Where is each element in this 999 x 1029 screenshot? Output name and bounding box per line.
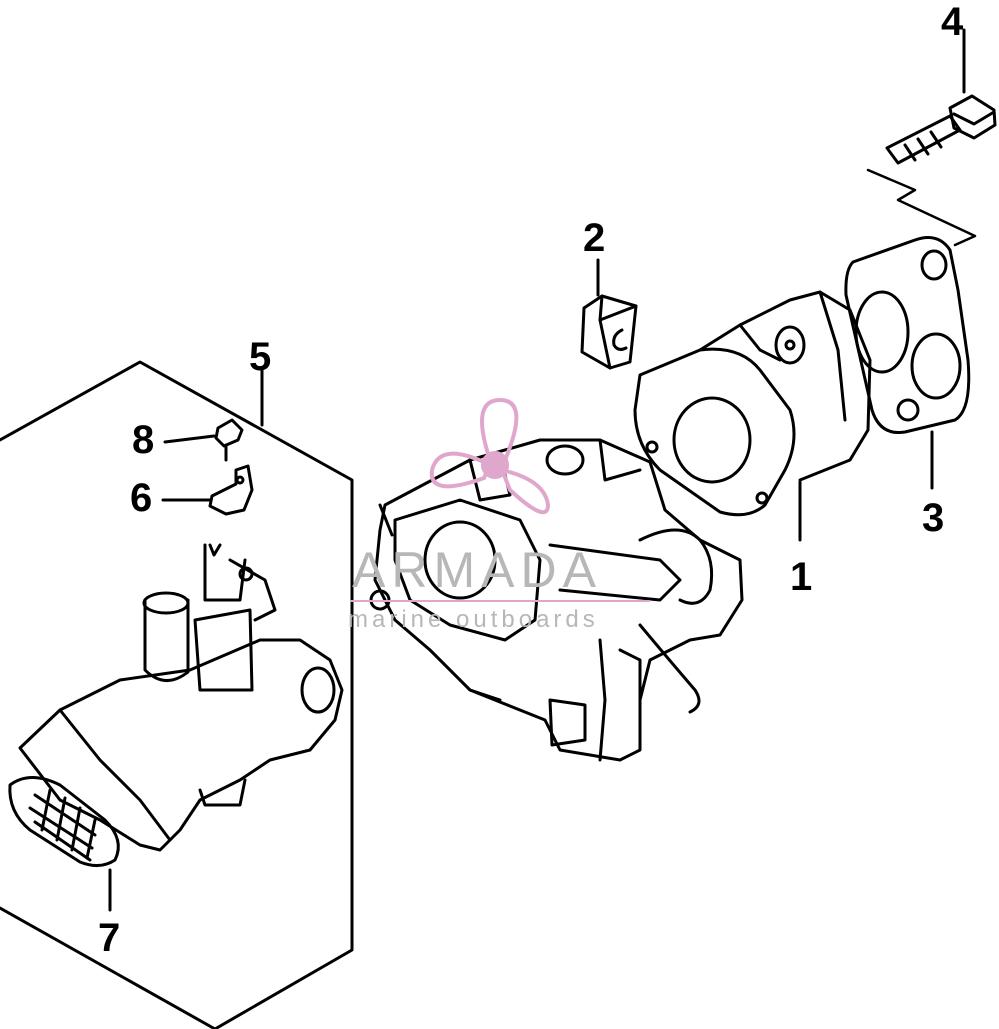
callout-5: 5 <box>249 335 272 379</box>
bracket-part <box>161 464 254 516</box>
watermark-logo <box>429 397 551 515</box>
callout-3: 3 <box>922 496 945 540</box>
watermark-divider <box>350 600 650 602</box>
watermark-subtitle: marine outboards <box>348 606 599 633</box>
callout-8: 8 <box>132 418 155 462</box>
callout-2: 2 <box>583 216 606 260</box>
group-5-box <box>0 360 354 1029</box>
callout-7: 7 <box>98 916 121 960</box>
callout-1: 1 <box>790 555 813 599</box>
screw-part <box>163 418 244 462</box>
callout-4: 4 <box>941 0 964 44</box>
intake-silencer-part <box>18 543 344 852</box>
watermark-title: ARMADA <box>352 542 602 598</box>
bolt-part <box>885 28 997 165</box>
manifold-part <box>633 290 872 542</box>
cap-part <box>580 258 638 370</box>
callout-6: 6 <box>130 476 153 520</box>
grille-part <box>8 776 120 912</box>
gasket-part <box>844 236 971 490</box>
